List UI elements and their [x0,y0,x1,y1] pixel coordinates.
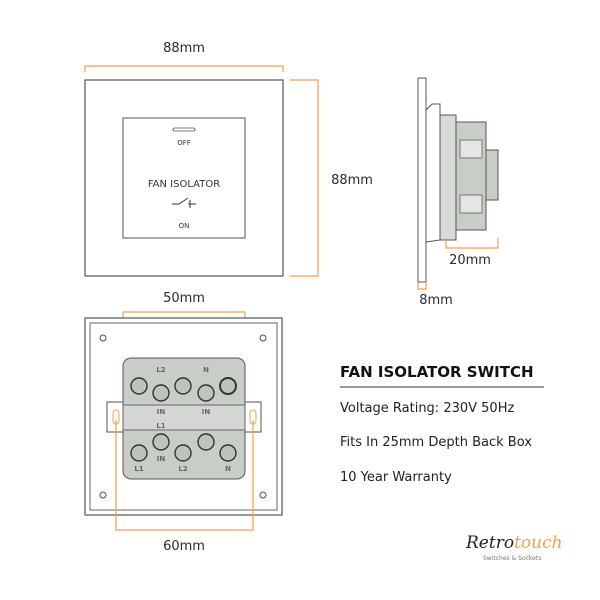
rocker-switch[interactable] [122,117,246,239]
depth-label: 20mm [449,253,491,268]
brand-name-part2: touch [514,533,563,553]
front-view: 88mm OFF FAN ISOLATOR ON 88mm [84,41,373,277]
front-width-dimension [84,65,284,72]
spec-warranty: 10 Year Warranty [340,470,452,485]
terminal-label: N [225,465,231,473]
side-module [455,121,487,231]
screw-hole [259,334,267,342]
side-view: 20mm 8mm [417,77,499,308]
depth-dimension [445,238,499,249]
side-mechanism [439,114,457,241]
side-terminal [485,149,499,201]
fan-isolator-label: FAN ISOLATOR [148,179,220,190]
brand-tagline: Switches & Sockets [483,555,541,562]
brand-logo: Retrotouch Switches & Sockets [465,533,563,562]
front-height-label: 88mm [331,173,373,188]
side-detail [459,139,483,159]
terminal-label: L1 [134,465,143,473]
rear-top-label: 50mm [163,291,205,306]
terminal-label: L2 [178,465,187,473]
switch-symbol-icon [172,197,196,208]
rear-bottom-label: 60mm [163,539,205,554]
terminal-label: L2 [156,366,165,374]
spec-depth: Fits In 25mm Depth Back Box [340,435,532,450]
terminal-label: L1 [156,422,165,430]
front-width-label: 88mm [163,41,205,56]
screw-hole [99,491,107,499]
terminal-label: N [203,366,209,374]
terminal-label: IN [157,408,166,416]
screw-hole [99,334,107,342]
mounting-lug-right [242,401,262,433]
specs-panel: FAN ISOLATOR SWITCH Voltage Rating: 230V… [340,363,544,485]
terminal-label: IN [202,408,211,416]
screw-hole [259,491,267,499]
front-height-dimension [290,79,319,277]
indicator-led [172,127,196,132]
side-plate [417,77,427,283]
rear-frame-inner [89,322,278,511]
side-rocker [425,103,441,243]
rear-bottom-dimension [115,420,254,531]
terminal-screws [130,377,237,462]
specs-title: FAN ISOLATOR SWITCH [340,363,534,381]
brand-name-part1: Retro [465,533,514,553]
brand-name: Retrotouch [465,533,563,553]
terminal-label: IN [157,455,166,463]
side-detail [459,194,483,214]
spec-voltage: Voltage Rating: 230V 50Hz [340,401,514,416]
plate-label: 8mm [419,293,453,308]
plate-dimension [417,282,427,290]
module-band [122,404,246,431]
on-label: ON [179,222,190,230]
rear-view: 50mm L2 N IN IN L1 IN L1 L2 N [84,291,283,554]
off-label: OFF [177,139,191,147]
